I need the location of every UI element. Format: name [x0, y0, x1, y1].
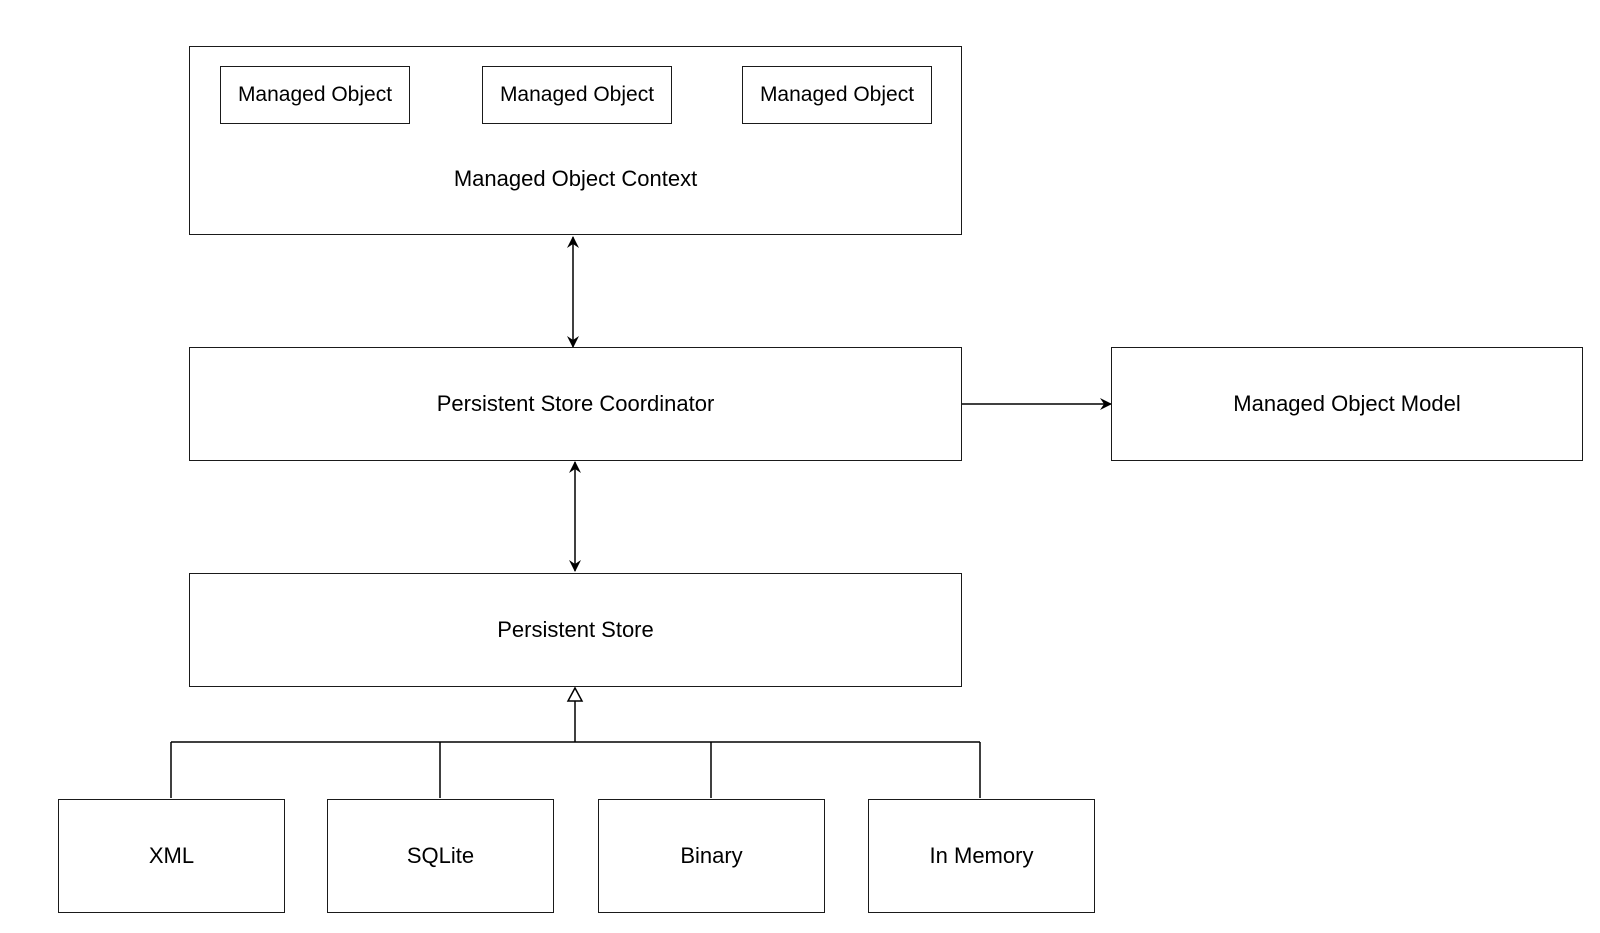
inheritance-connector: [170, 701, 981, 798]
persistent-store: Persistent Store: [189, 573, 962, 687]
store-type-binary: Binary: [598, 799, 825, 913]
managed-object-2: Managed Object: [482, 66, 672, 124]
inheritance-arrowhead: [566, 686, 584, 702]
managed-object-context-label: Managed Object Context: [453, 166, 698, 191]
managed-object-1: Managed Object: [220, 66, 410, 124]
managed-object-3: Managed Object: [742, 66, 932, 124]
managed-object-model: Managed Object Model: [1111, 347, 1583, 461]
store-type-xml: XML: [58, 799, 285, 913]
managed-object-context: Managed Object Managed Object Managed Ob…: [189, 46, 962, 235]
store-type-sqlite: SQLite: [327, 799, 554, 913]
store-type-in-memory: In Memory: [868, 799, 1095, 913]
persistent-store-coordinator: Persistent Store Coordinator: [189, 347, 962, 461]
